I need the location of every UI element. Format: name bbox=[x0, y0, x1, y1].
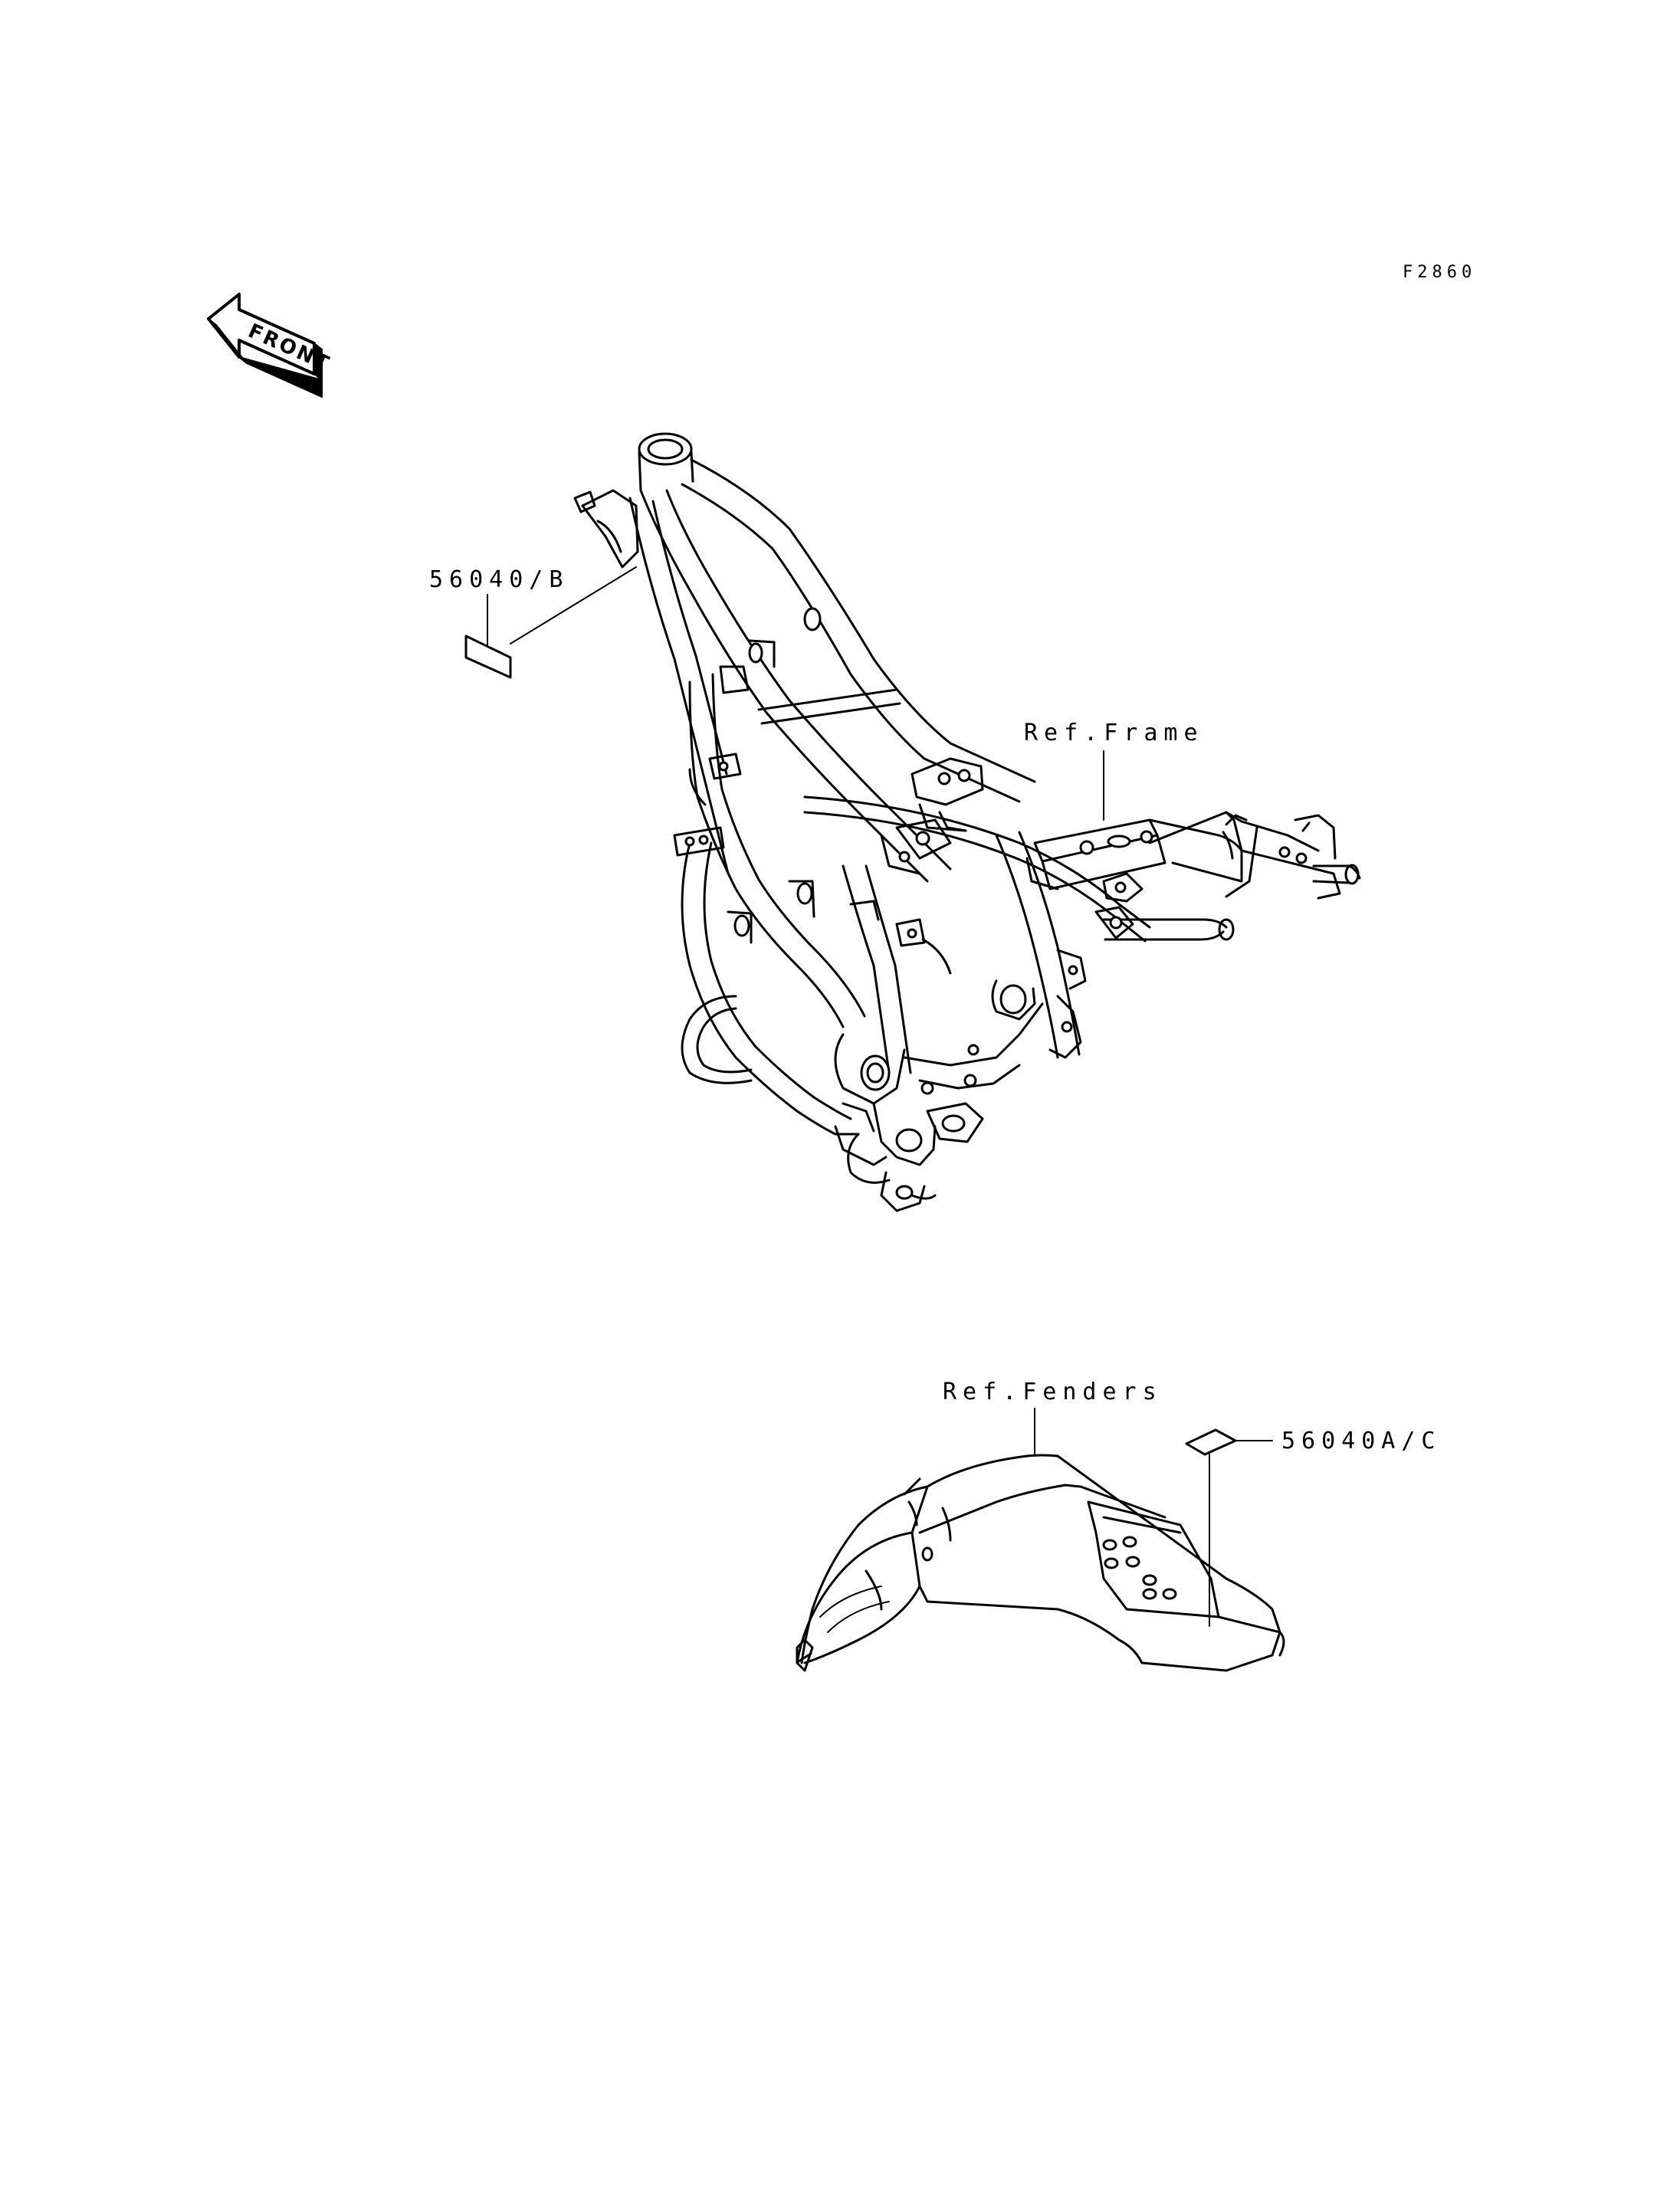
callout-56040a-c: 56040A/C bbox=[1281, 1428, 1442, 1454]
front-direction-arrow-icon: FRONT bbox=[207, 293, 334, 398]
label-sticker-ac-icon bbox=[1185, 1428, 1237, 1456]
callout-ref-frame: Ref.Frame bbox=[1024, 720, 1204, 746]
callout-ref-fenders: Ref.Fenders bbox=[943, 1379, 1163, 1405]
leader-lines bbox=[487, 566, 1273, 1627]
callout-56040-b: 56040/B bbox=[429, 566, 569, 593]
drawing-code: F2860 bbox=[1403, 263, 1476, 282]
label-sticker-b-icon bbox=[464, 635, 512, 679]
rear-fender-drawing bbox=[796, 1454, 1285, 1672]
motorcycle-frame-drawing bbox=[573, 432, 1361, 1212]
